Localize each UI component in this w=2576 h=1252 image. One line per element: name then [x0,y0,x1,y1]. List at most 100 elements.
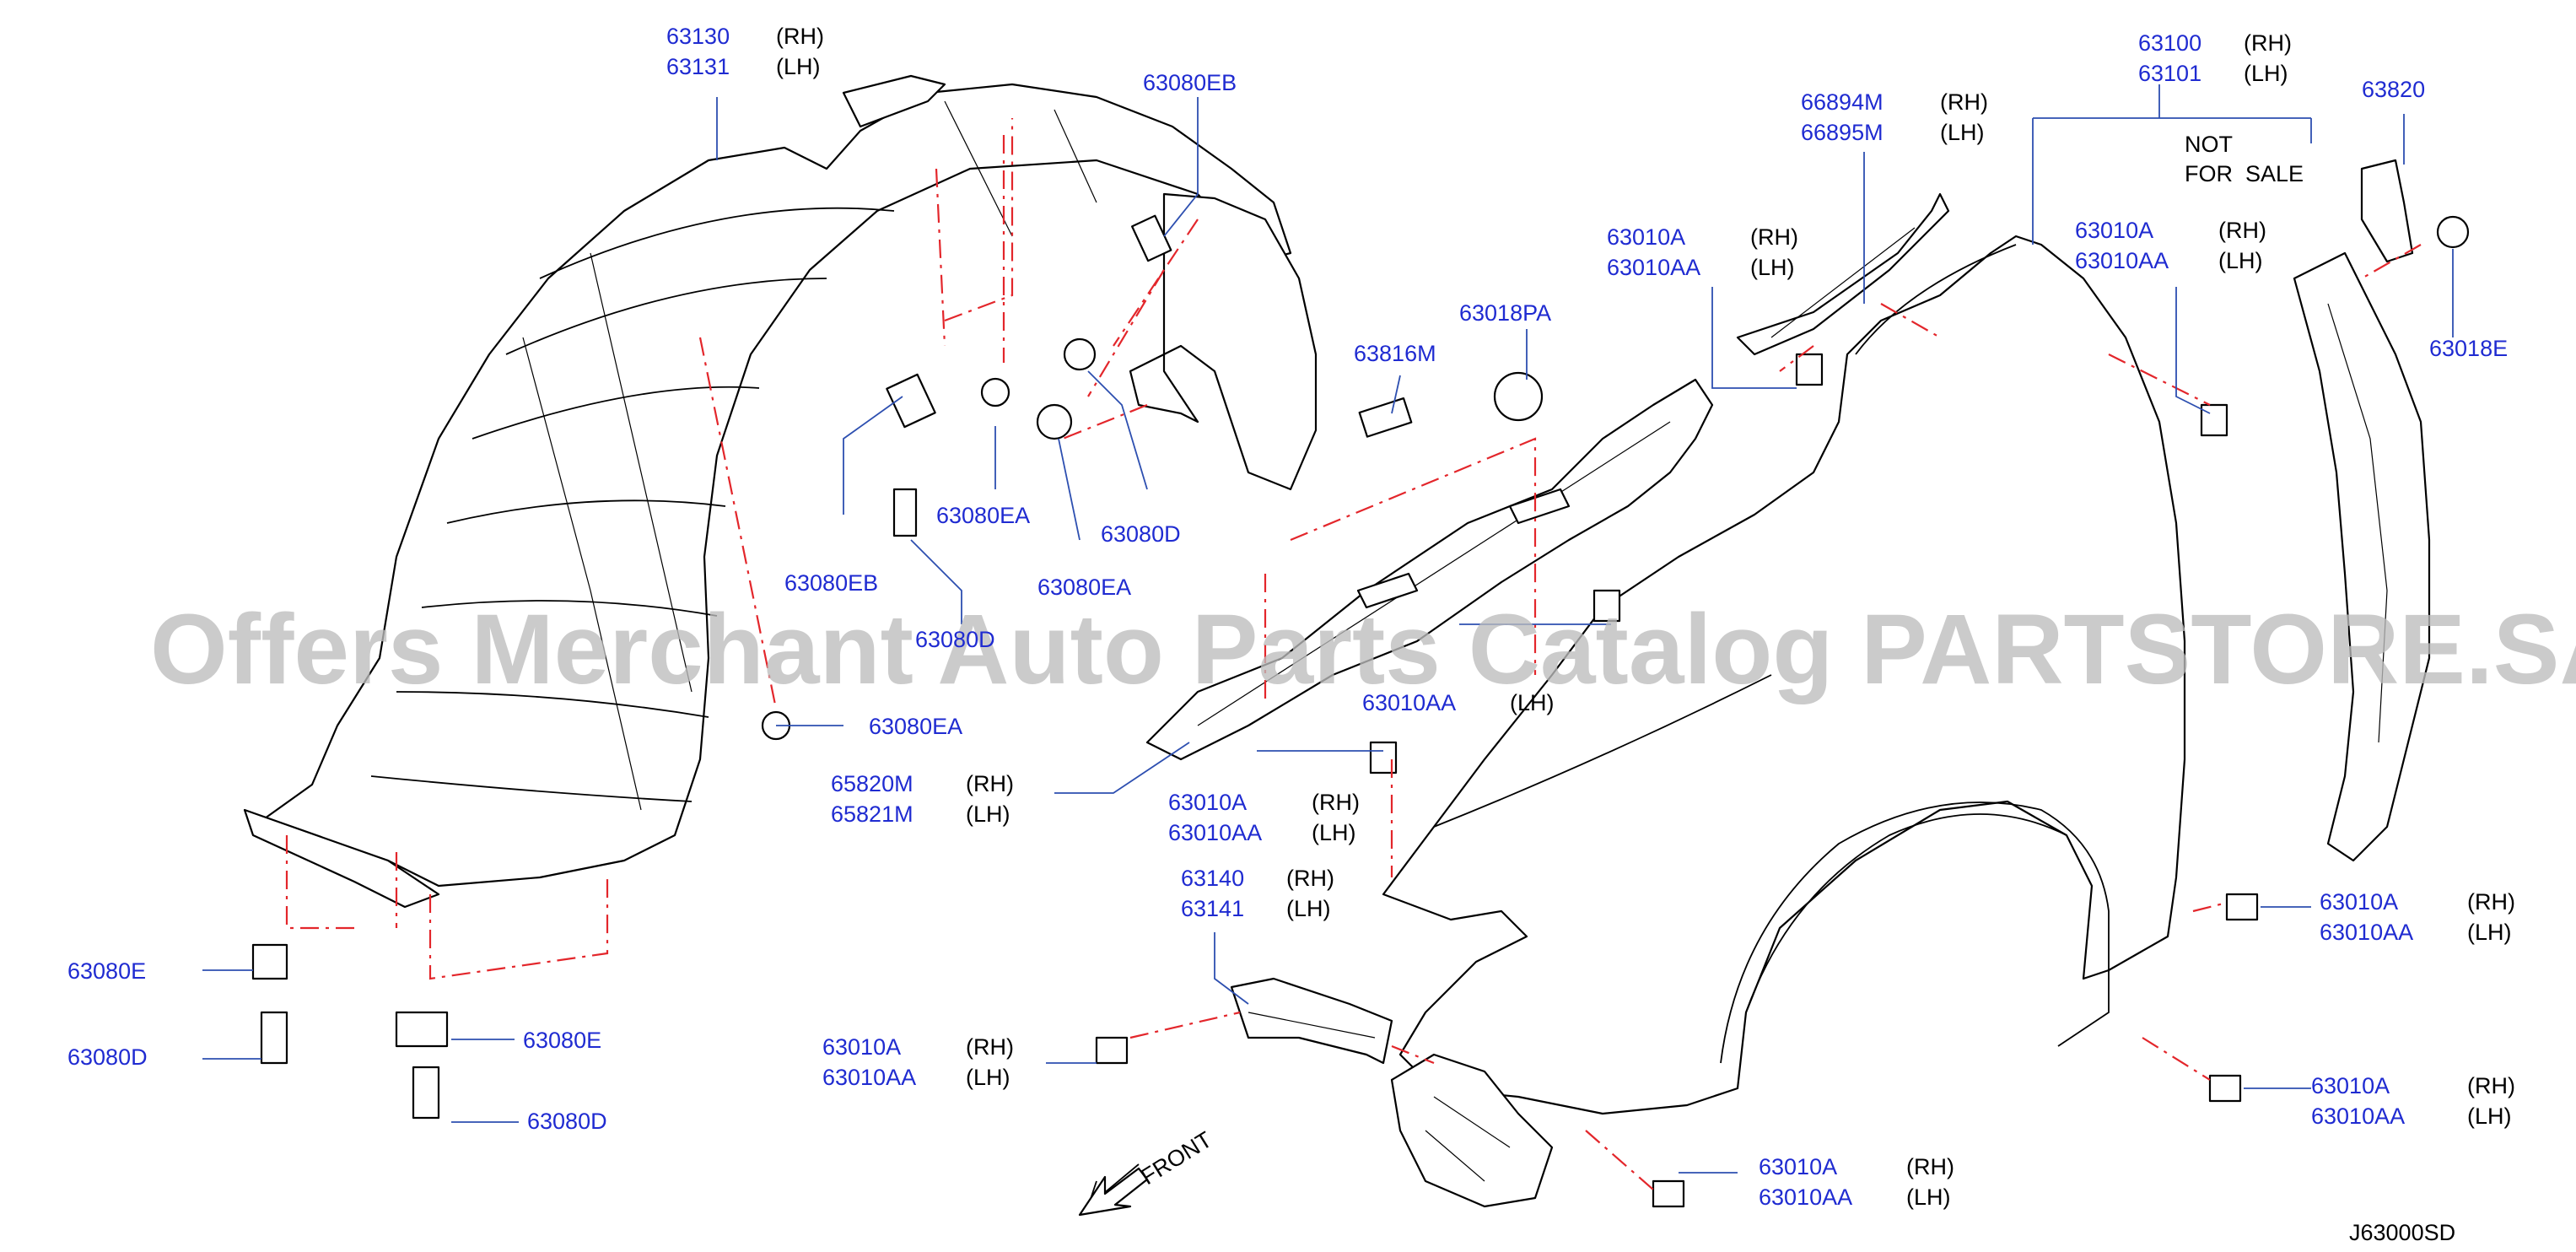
callout-c63080d_right: 63080D [527,1109,607,1134]
watermark: Offers Merchant Auto Parts Catalog PARTS… [150,594,2576,705]
part-number: 63130 [666,24,730,49]
side-indicator: (RH) [1906,1154,1954,1179]
callout-c63010a_6: 63010A (RH) 63010AA (LH) [2320,889,2515,945]
part-number: 63010A [2320,889,2398,915]
side-indicator: (LH) [2467,920,2512,945]
callout-c63130: 63130 (RH) 63131 (LH) [666,24,824,79]
front-label: FRONT [1136,1126,1216,1190]
side-indicator: (RH) [2218,218,2266,243]
part-number: 63140 [1181,866,1244,891]
assembly-lines [285,118,2422,1190]
callout-c65820m: 65820M (RH) 65821M (LH) [831,771,1014,827]
callout-c63080eb_top: 63080EB [1143,70,1237,95]
callout-c63100: 63100 (RH) 63101 (LH) [2138,30,2292,86]
part-number: 63010AA [1607,255,1700,280]
part-number: 63010AA [2075,248,2169,273]
part-number: 63018PA [1459,300,1551,326]
part-number: 63080E [523,1028,601,1053]
callout-c63080ea_bottom: 63080EA [869,714,962,739]
part-number: 63010AA [822,1065,916,1090]
part-number: 65821M [831,801,913,827]
part-number: 63080EA [936,503,1030,528]
side-indicator: (RH) [1940,89,1988,115]
fender-bracket [1230,977,1393,1065]
fasteners [251,215,2470,1208]
part-number: 63080EB [784,570,878,596]
part-number: 63080D [67,1044,148,1070]
callout-c66894m: 66894M(RH)66895M(LH) [1801,89,1988,145]
part-number: 63080EA [1037,575,1131,600]
part-number: 63010AA [2320,920,2413,945]
side-indicator: (RH) [1312,790,1360,815]
side-indicator: (RH) [2244,30,2292,56]
part-number: 63010A [2075,218,2153,243]
part-number: 63820 [2362,77,2425,102]
hood-ledge-bracket [1145,378,1714,761]
callout-c63080d_left: 63080D [67,1044,148,1070]
callout-c63018pa: 63018PA [1459,300,1551,326]
side-indicator: (LH) [1906,1185,1951,1210]
part-number: 63010A [2311,1073,2390,1098]
callout-c63010a_8: 63010A (RH) 63010AA (LH) [1759,1154,1954,1210]
callout-c63010a_4: 63010A(RH)63010AA(LH) [1168,790,1360,845]
part-number: 63100 [2138,30,2201,56]
side-indicator: (RH) [1286,866,1334,891]
side-indicator: (LH) [2467,1104,2512,1129]
callout-c63010a_7: 63010A (RH) 63010AA (LH) [2311,1073,2515,1129]
part-number: 63080D [915,627,995,652]
part-number: 63131 [666,54,730,79]
fender-rear-garnish [2293,251,2431,862]
hood-seal-rubber [1736,192,1950,356]
side-indicator: (LH) [1510,690,1555,715]
side-indicator: (RH) [966,771,1014,796]
front-arrow-icon: FRONT [1078,1126,1216,1217]
part-number: 63010A [822,1034,901,1060]
side-indicator: (LH) [1750,255,1795,280]
side-indicator: (RH) [2467,1073,2515,1098]
part-number: 63010A [1607,224,1685,250]
part-number: 63816M [1354,341,1436,366]
part-number: 63010AA [1168,820,1262,845]
side-indicator: (LH) [2218,248,2263,273]
fender-liner [243,74,1318,909]
fender-panel [1382,235,2186,1208]
part-number: 63141 [1181,896,1244,921]
callout-c63080ea_low: 63080EA [1037,575,1131,600]
part-number: 63010AA [1759,1185,1852,1210]
part-number: 63080EA [869,714,962,739]
part-number: 63018E [2429,336,2508,361]
part-number: 63080D [1101,521,1181,547]
part-number: 63010A [1168,790,1247,815]
part-number: 63010A [1759,1154,1837,1179]
callout-c63080d_mid: 63080D [1101,521,1181,547]
leader-lines [202,84,2454,1174]
diagram-code: J63000SD [2349,1220,2455,1245]
part-number: 63101 [2138,61,2201,86]
side-indicator: (LH) [966,801,1010,827]
part-number: 63080EB [1143,70,1237,95]
side-indicator: (RH) [2467,889,2515,915]
callouts: 63130 (RH) 63131 (LH) 63080EB 66894M(RH)66895… [67,24,2515,1210]
callout-c63018e: 63018E [2429,336,2508,361]
part-number: 65820M [831,771,913,796]
part-number: 63010AA [1362,690,1456,715]
side-indicator: (LH) [1286,896,1331,921]
not-for-sale-line-1: NOT [2185,132,2233,157]
callout-c63140: 63140 (RH) 63141 (LH) [1181,866,1334,921]
part-number: 63080D [527,1109,607,1134]
part-number: 63010AA [2311,1104,2405,1129]
side-indicator: (RH) [1750,224,1798,250]
side-indicator: (RH) [776,24,824,49]
part-number: 63080E [67,958,146,984]
side-indicator: (LH) [2244,61,2288,86]
fender-garnish-piece [2360,159,2414,263]
side-indicator: (LH) [776,54,821,79]
callout-c63816m: 63816M [1354,341,1436,366]
side-indicator: (LH) [966,1065,1010,1090]
callout-c63010a_1: 63010A (RH) 63010AA (LH) [1607,224,1798,280]
callout-c63010a_3: 63010AA (LH) [1362,690,1555,715]
callout-c63010a_2: 63010A (RH) 63010AA (LH) [2075,218,2266,273]
callout-c63080d_hidden: 63080D [915,627,995,652]
callout-c63080eb_mid: 63080EB [784,570,878,596]
